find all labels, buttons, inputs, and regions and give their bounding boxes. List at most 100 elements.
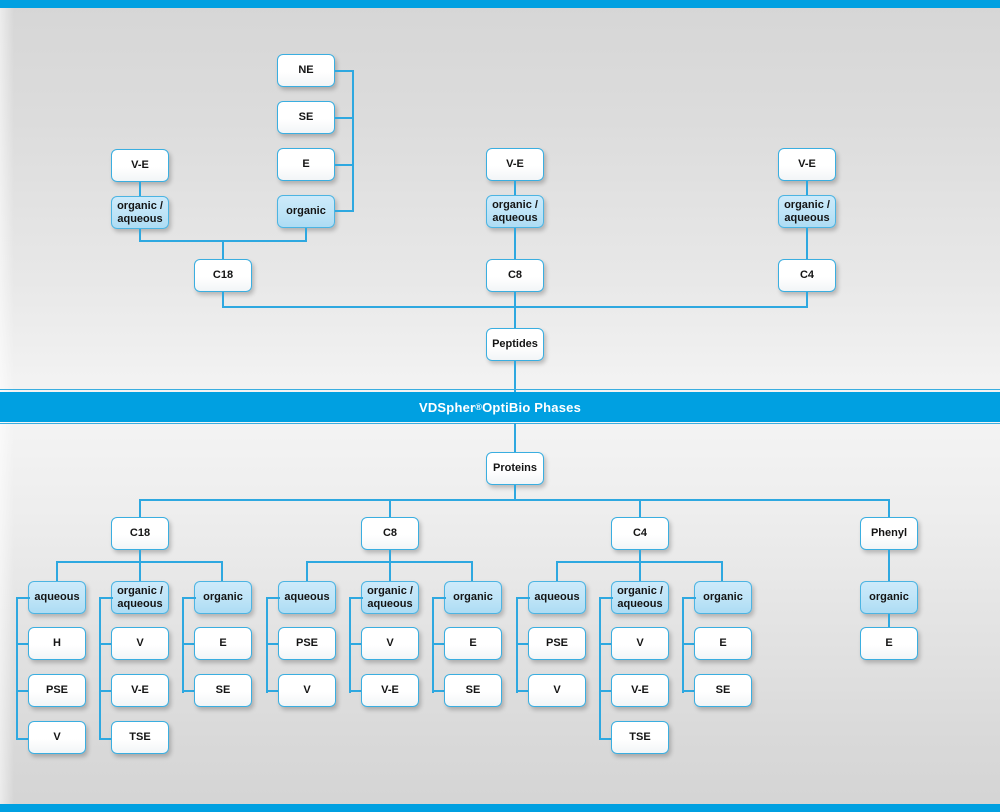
rail-c18-organic	[182, 597, 184, 693]
rail-c4-organic	[682, 597, 684, 693]
box-label-line1: organic /	[117, 200, 163, 213]
connector-c18bot-to-organic	[221, 561, 223, 581]
protein-c4-oa-item-ve[interactable]: V-E	[611, 674, 669, 707]
protein-c4-mode-organic[interactable]: organic	[694, 581, 752, 614]
protein-c4-oa-item-tse[interactable]: TSE	[611, 721, 669, 754]
protein-c8-mode-organic-aqueous[interactable]: organic / aqueous	[361, 581, 419, 614]
box-label: SE	[215, 684, 231, 697]
rail-c4-aqueous	[516, 597, 518, 693]
box-label: C4	[632, 527, 648, 540]
connector-bus-to-c4-bot	[639, 499, 641, 517]
box-label-line1: organic /	[617, 585, 663, 598]
box-label-line1: organic /	[492, 199, 538, 212]
peptide-c4-mode-organic-aqueous-item-ve[interactable]: V-E	[778, 148, 836, 181]
protein-sorbent-c4[interactable]: C4	[611, 517, 669, 550]
peptide-c18-mode-organic-item-se[interactable]: SE	[277, 101, 335, 134]
protein-c4-mode-aqueous[interactable]: aqueous	[528, 581, 586, 614]
rail-stub-c8-oa-head	[349, 597, 363, 599]
peptide-c18-mode-organic-aqueous-item-ve[interactable]: V-E	[111, 149, 169, 182]
connector-c18-drop	[222, 240, 224, 259]
protein-c4-oa-item-v[interactable]: V	[611, 627, 669, 660]
protein-sorbent-c8[interactable]: C8	[361, 517, 419, 550]
rail-stub-c18-aqueous-2	[16, 690, 30, 692]
protein-c18-oa-item-tse[interactable]: TSE	[111, 721, 169, 754]
connector-organic-bracket-vertical	[352, 70, 354, 212]
box-label: PSE	[295, 637, 318, 650]
peptide-c18-mode-organic-item-e[interactable]: E	[277, 148, 335, 181]
connector-bus-to-c18-bot	[139, 499, 141, 517]
peptide-c8-mode-organic-aqueous[interactable]: organic / aqueous	[486, 195, 544, 228]
connector-c4bot-down	[639, 550, 641, 562]
peptide-c8-mode-organic-aqueous-item-ve[interactable]: V-E	[486, 148, 544, 181]
box-label: organic	[869, 591, 909, 604]
protein-c18-oa-item-v[interactable]: V	[111, 627, 169, 660]
protein-c8-aqueous-item-pse[interactable]: PSE	[278, 627, 336, 660]
rail-stub-c8-aqueous-1	[266, 643, 280, 645]
rail-stub-c18-aqueous-head	[16, 597, 30, 599]
protein-c18-mode-organic[interactable]: organic	[194, 581, 252, 614]
connector-ne-stub	[335, 70, 354, 72]
rail-stub-c8-aqueous-head	[266, 597, 280, 599]
protein-c4-mode-organic-aqueous[interactable]: organic / aqueous	[611, 581, 669, 614]
box-label: E	[302, 158, 310, 171]
protein-c18-mode-organic-aqueous[interactable]: organic / aqueous	[111, 581, 169, 614]
box-label-line1: organic /	[117, 585, 163, 598]
protein-c4-aqueous-item-pse[interactable]: PSE	[528, 627, 586, 660]
protein-sorbent-phenyl[interactable]: Phenyl	[860, 517, 918, 550]
rail-stub-c4-oa-3	[599, 738, 613, 740]
rail-stub-c18-oa-1	[99, 643, 113, 645]
connector-oa-c8-down	[514, 228, 516, 259]
peptide-c4-mode-organic-aqueous[interactable]: organic / aqueous	[778, 195, 836, 228]
box-label-line2: aqueous	[784, 211, 830, 224]
box-label-line1: organic /	[784, 199, 830, 212]
protein-c18-organic-item-e[interactable]: E	[194, 627, 252, 660]
box-label: V	[303, 684, 311, 697]
connector-organic-stub	[335, 210, 354, 212]
protein-c8-aqueous-item-v[interactable]: V	[278, 674, 336, 707]
node-peptides[interactable]: Peptides	[486, 328, 544, 361]
peptide-c18-mode-organic-item-ne[interactable]: NE	[277, 54, 335, 87]
peptide-sorbent-c18[interactable]: C18	[194, 259, 252, 292]
peptide-sorbent-c8[interactable]: C8	[486, 259, 544, 292]
protein-c18-mode-aqueous[interactable]: aqueous	[28, 581, 86, 614]
protein-sorbent-c18[interactable]: C18	[111, 517, 169, 550]
box-label: Peptides	[492, 338, 538, 351]
box-label: NE	[298, 64, 314, 77]
box-label: TSE	[629, 731, 651, 744]
banner-suffix: OptiBio Phases	[482, 399, 582, 415]
protein-phenyl-mode-organic[interactable]: organic	[860, 581, 918, 614]
peptide-c18-mode-organic[interactable]: organic	[277, 195, 335, 228]
protein-c18-aqueous-item-pse[interactable]: PSE	[28, 674, 86, 707]
protein-c18-organic-item-se[interactable]: SE	[194, 674, 252, 707]
connector-phenyl-to-organic	[888, 550, 890, 581]
rail-stub-c4-organic-2	[682, 690, 696, 692]
protein-c8-mode-organic[interactable]: organic	[444, 581, 502, 614]
connector-peptides-to-banner	[514, 361, 516, 393]
connector-phenyl-organic-to-e	[888, 614, 890, 627]
protein-c8-mode-aqueous[interactable]: aqueous	[278, 581, 336, 614]
connector-proteins-down	[514, 485, 516, 500]
protein-c8-organic-item-e[interactable]: E	[444, 627, 502, 660]
node-proteins[interactable]: Proteins	[486, 452, 544, 485]
connector-c18-to-bus	[222, 292, 224, 307]
protein-c18-aqueous-item-h[interactable]: H	[28, 627, 86, 660]
protein-c18-oa-item-ve[interactable]: V-E	[111, 674, 169, 707]
peptide-c18-mode-organic-aqueous[interactable]: organic / aqueous	[111, 196, 169, 229]
connector-c8bot-to-organic	[471, 561, 473, 581]
protein-c8-oa-item-ve[interactable]: V-E	[361, 674, 419, 707]
protein-phenyl-organic-item-e[interactable]: E	[860, 627, 918, 660]
box-label: V-E	[798, 158, 816, 171]
rail-stub-c8-aqueous-2	[266, 690, 280, 692]
peptide-sorbent-c4[interactable]: C4	[778, 259, 836, 292]
protein-c8-oa-item-v[interactable]: V	[361, 627, 419, 660]
connector-banner-to-proteins	[514, 423, 516, 452]
connector-c18bot-to-aqueous	[56, 561, 58, 581]
protein-c4-organic-item-e[interactable]: E	[694, 627, 752, 660]
protein-c4-aqueous-item-v[interactable]: V	[528, 674, 586, 707]
box-label: E	[885, 637, 893, 650]
protein-c4-organic-item-se[interactable]: SE	[694, 674, 752, 707]
protein-c8-organic-item-se[interactable]: SE	[444, 674, 502, 707]
protein-c18-aqueous-item-v[interactable]: V	[28, 721, 86, 754]
rule-above-banner	[0, 389, 1000, 390]
